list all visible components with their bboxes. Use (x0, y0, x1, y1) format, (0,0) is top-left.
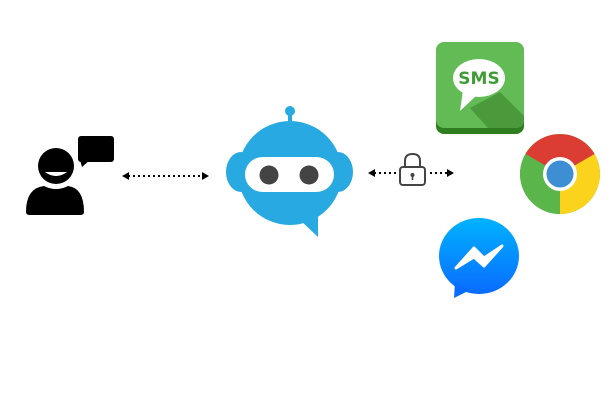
speech-bubble-icon (78, 136, 114, 167)
bidirectional-arrow (122, 172, 209, 180)
chrome-icon (520, 134, 600, 214)
sms-icon: SMS (436, 42, 524, 134)
sms-label: SMS (458, 69, 499, 89)
secure-bidirectional-arrow (368, 152, 454, 186)
chatbot-icon (226, 106, 353, 237)
user-chat-icon (26, 136, 114, 215)
messenger-icon (439, 218, 519, 298)
lock-icon (399, 152, 426, 186)
